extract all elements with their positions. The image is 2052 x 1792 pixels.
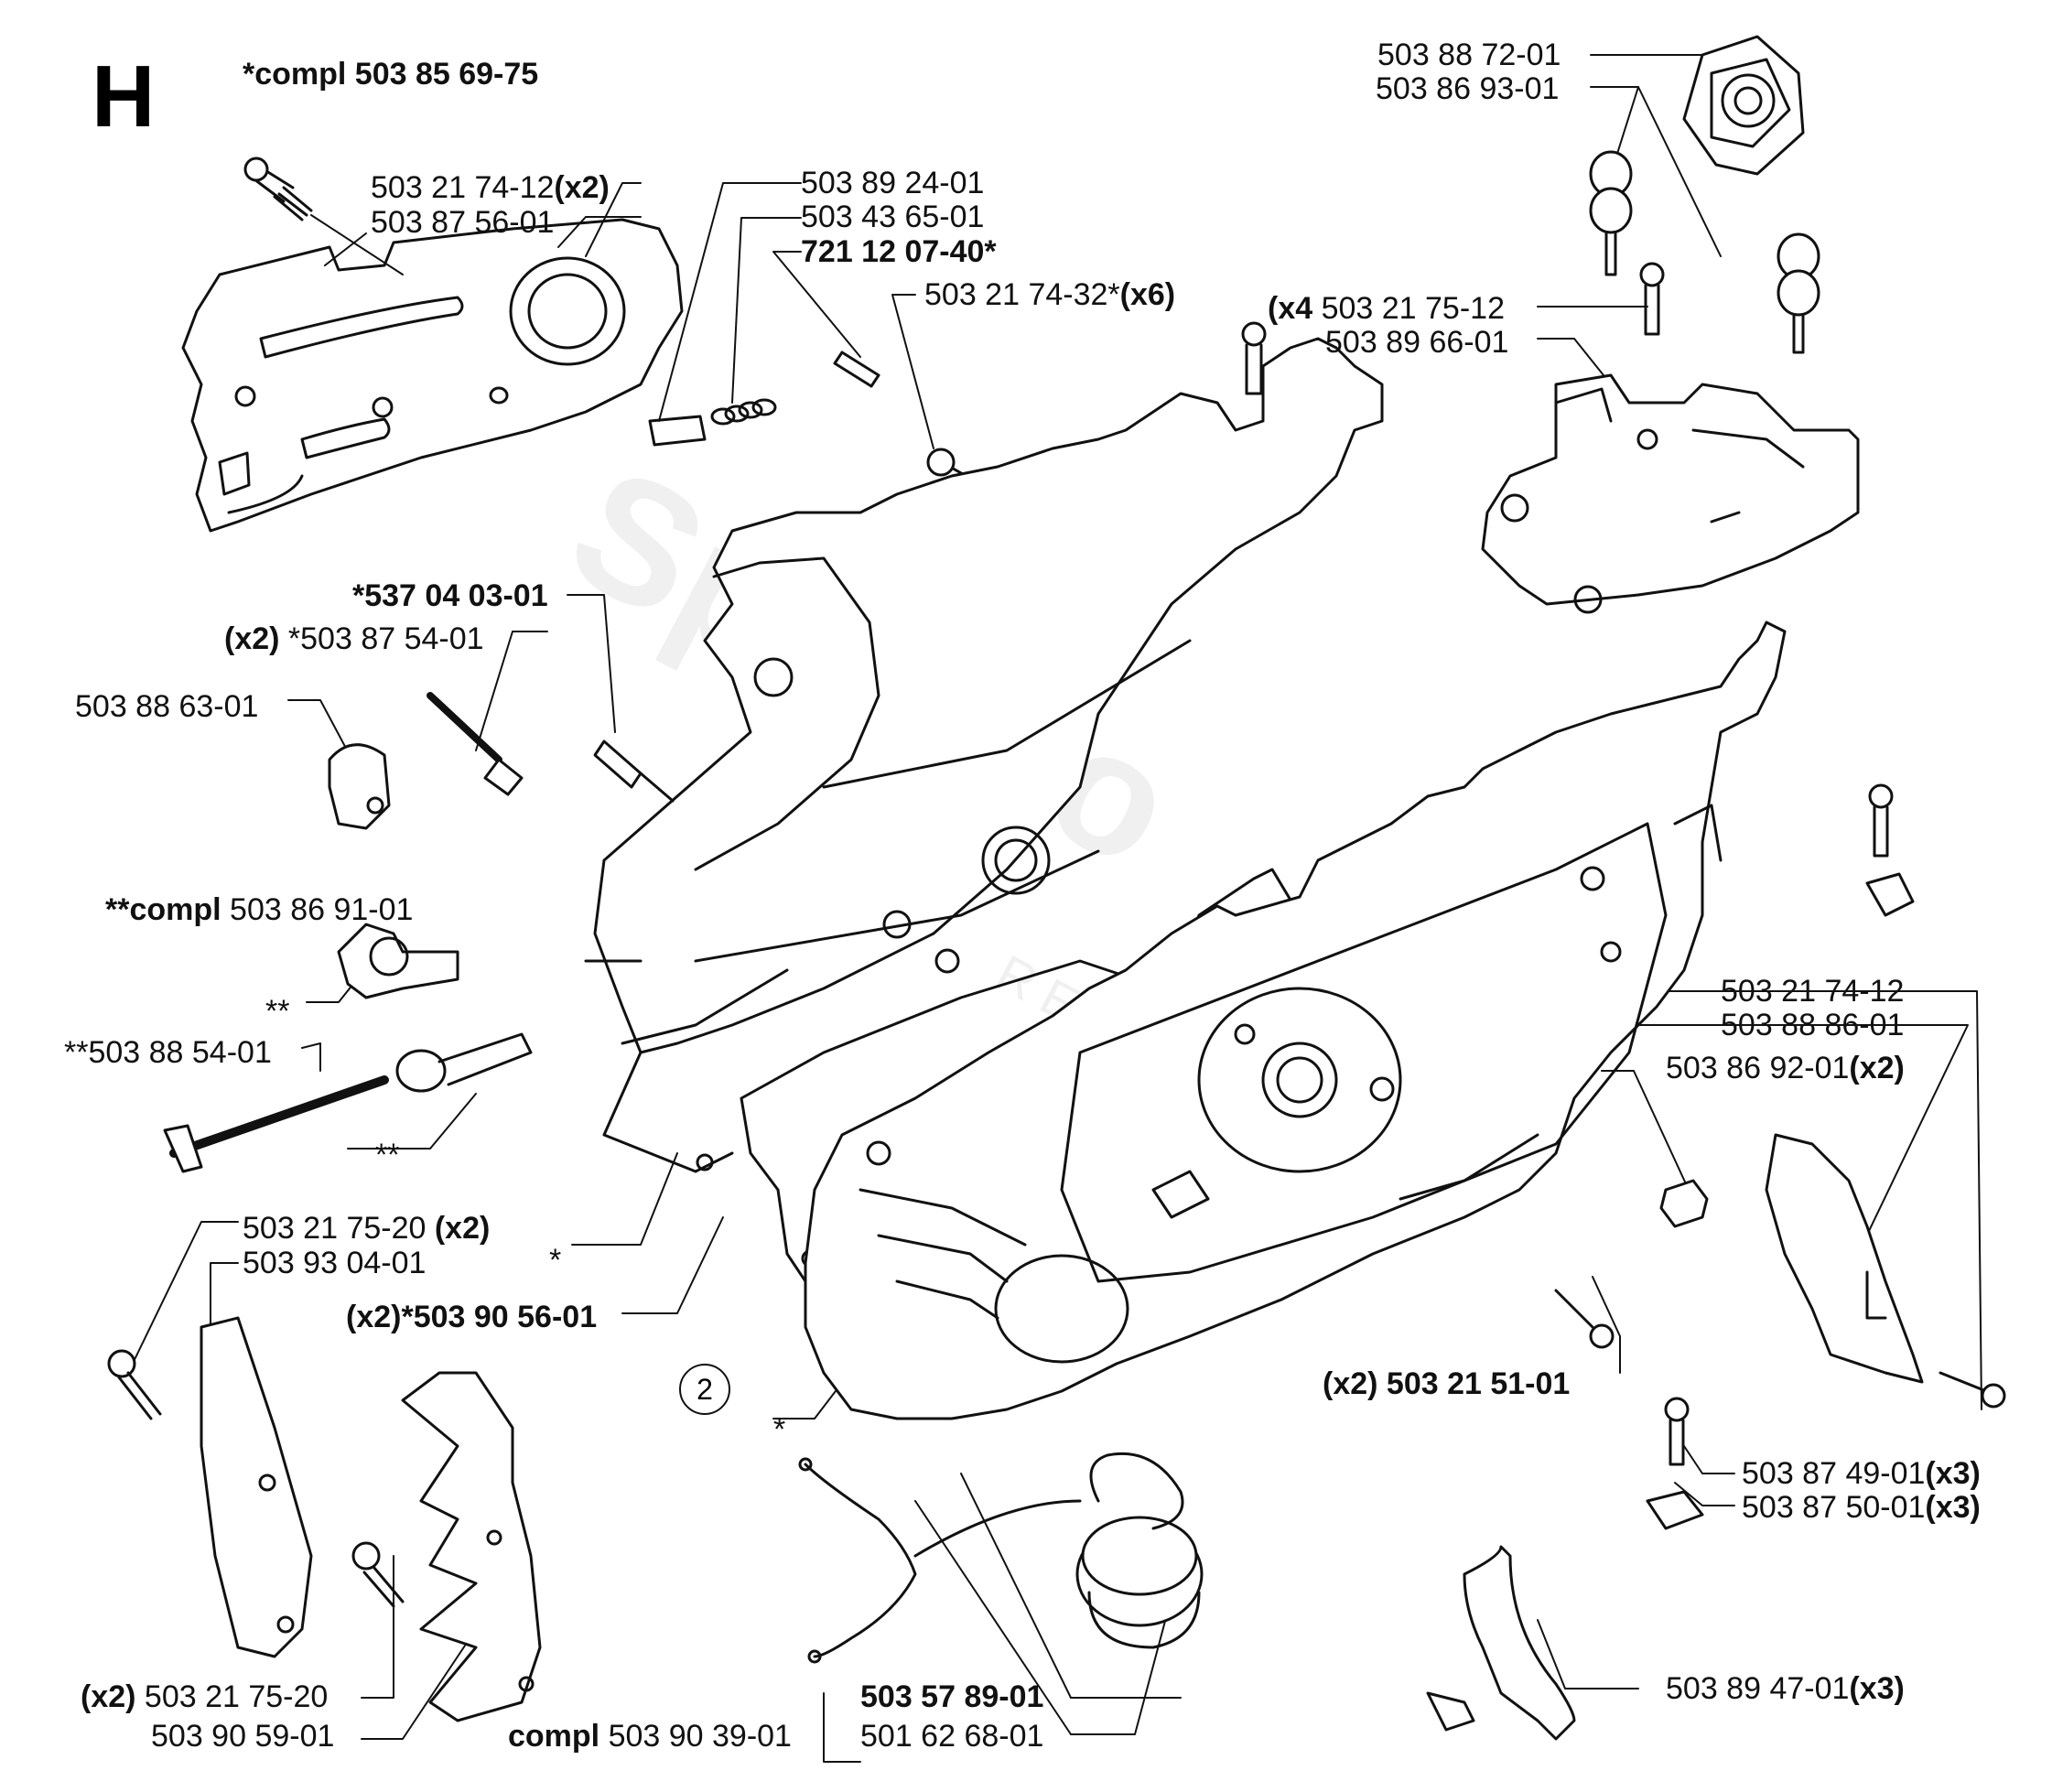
part-label-503-90-59-01: 503 90 59-01 — [151, 1719, 335, 1754]
part-label-503-21-75-12-x4: (x4 503 21 75-12 — [1268, 291, 1505, 326]
knob-left-part — [1589, 150, 1633, 276]
header-note: *compl 503 85 69-75 — [243, 57, 539, 92]
part-label-503-21-74-12: 503 21 74-12 — [1721, 974, 1905, 1009]
part-label-503-88-54-01: **503 88 54-01 — [64, 1035, 272, 1070]
deflector-part — [1765, 1133, 1924, 1384]
screw-right-part — [1865, 783, 1915, 917]
part-label-503-87-50-01-x3: 503 87 50-01(x3) — [1742, 1490, 1981, 1525]
section-letter: H — [92, 48, 156, 146]
callout-circle-2: 2 — [679, 1364, 730, 1415]
screw-x3-part — [1646, 1397, 1704, 1530]
part-label-503-21-74-32: 503 21 74-32*(x6) — [924, 277, 1176, 312]
plate-screw-mid-part — [351, 1541, 405, 1608]
part-label-double-asterisk-2: ** — [375, 1138, 400, 1172]
screw-x4-part — [1639, 262, 1665, 336]
part-label-537-04-03-01: *537 04 03-01 — [352, 578, 548, 613]
part-label-503-88-72-01: 503 88 72-01 — [1377, 38, 1561, 72]
part-label-503-87-49-01-x3: 503 87 49-01(x3) — [1742, 1456, 1981, 1491]
part-label-asterisk-1: * — [549, 1243, 562, 1278]
part-label-503-87-54-01-x2: (x2) *503 87 54-01 — [224, 621, 484, 656]
part-label-503-90-56-01-x2: (x2)*503 90 56-01 — [346, 1300, 598, 1334]
crankcase-right-part — [804, 621, 1787, 1420]
part-label-501-62-68-01: 501 62 68-01 — [860, 1719, 1044, 1754]
part-label-503-57-89-01: 503 57 89-01 — [860, 1679, 1044, 1714]
crankcase-left-part — [584, 337, 1384, 1173]
part-label-503-88-86-01: 503 88 86-01 — [1721, 1008, 1905, 1042]
part-label-503-89-66-01: 503 89 66-01 — [1325, 325, 1509, 360]
side-plate-part — [200, 1316, 313, 1658]
deflector-screw-part — [1939, 1371, 2006, 1409]
part-label-503-21-75-20-x2-bottom: (x2) 503 21 75-20 — [81, 1679, 329, 1714]
part-label-503-93-04-01: 503 93 04-01 — [243, 1246, 427, 1280]
chain-tensioner-part — [337, 923, 459, 999]
clutch-cover-part — [181, 218, 684, 533]
spring-part — [710, 398, 777, 426]
filter-plug-part — [593, 739, 675, 803]
part-label-double-asterisk-1: ** — [265, 994, 290, 1029]
guide-clip-part — [328, 743, 391, 830]
cover-screw-part — [243, 157, 313, 221]
part-label-503-90-39-01-compl: compl 503 90 39-01 — [508, 1719, 792, 1754]
part-label-503-21-75-20-x2-top: 503 21 75-20 (x2) — [243, 1211, 491, 1246]
adjusting-screw-part — [163, 1032, 533, 1173]
handle-strap-part — [1426, 1545, 1576, 1741]
part-label-503-43-65-01: 503 43 65-01 — [801, 200, 985, 234]
air-filter-gasket-part — [1682, 35, 1805, 176]
part-label-503-89-24-01: 503 89 24-01 — [801, 166, 985, 200]
screw-x2-part — [1554, 1289, 1615, 1349]
part-label-721-12-07-40: 721 12 07-40* — [801, 234, 997, 269]
small-block-part — [648, 415, 707, 447]
part-label-503-21-51-01-x2: (x2) 503 21 51-01 — [1323, 1366, 1571, 1401]
fuel-strap-part — [798, 1457, 1082, 1664]
part-label-503-87-56-01: 503 87 56-01 — [371, 205, 555, 240]
bar-stud-part — [427, 692, 524, 796]
part-label-503-86-91-01-compl: **compl 503 86 91-01 — [105, 892, 414, 927]
part-label-503-86-92-01-x2: 503 86 92-01(x2) — [1666, 1051, 1905, 1085]
part-label-asterisk-2: * — [773, 1412, 786, 1447]
pin-part — [833, 351, 880, 388]
part-label-503-88-63-01: 503 88 63-01 — [75, 689, 259, 724]
plate-screw-left-part — [107, 1349, 162, 1420]
bumper-spike-part — [401, 1371, 542, 1722]
bushing-part — [1659, 1179, 1709, 1228]
part-label-503-21-74-12-x2: 503 21 74-12(x2) — [371, 170, 610, 205]
air-box-base-part — [1481, 373, 1860, 614]
knob-right-part — [1777, 232, 1820, 354]
fuel-cap-part — [1075, 1452, 1204, 1649]
part-label-503-86-93-01: 503 86 93-01 — [1376, 71, 1560, 106]
part-label-503-89-47-01-x3: 503 89 47-01(x3) — [1666, 1671, 1905, 1706]
